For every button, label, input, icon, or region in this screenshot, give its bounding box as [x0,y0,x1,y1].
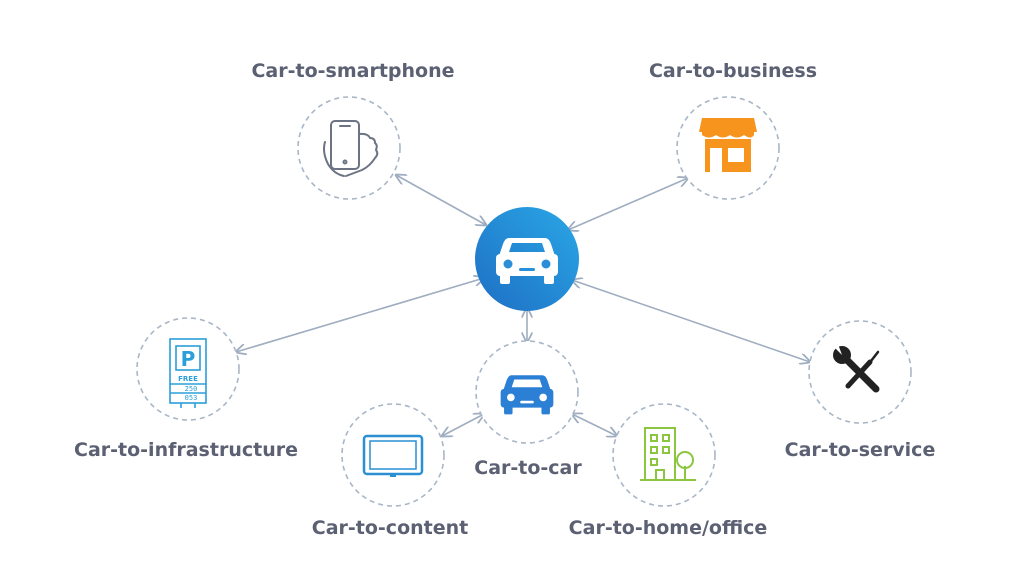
label-business: Car-to-business [648,60,818,82]
parking-status: FREE [178,375,198,383]
connector-business [568,178,688,230]
storefront-icon [699,118,757,172]
parking-count-bottom: 053 [185,394,198,402]
building-tree-icon [640,427,696,481]
connector-smartphone [396,175,486,225]
hand-smartphone-icon [323,120,379,177]
monitor-icon [362,434,424,477]
label-car: Car-to-car [474,457,582,479]
node-business [676,96,780,200]
node-service [808,320,912,424]
node-car [475,340,579,444]
connector-content [442,414,484,436]
label-content: Car-to-content [311,517,469,539]
label-home-office: Car-to-home/office [568,517,768,539]
node-home-office [612,403,716,507]
parking-sign-icon [169,338,207,408]
connector-home-office [572,414,617,436]
connectors [236,175,810,436]
node-infrastructure: P FREE 250 053 [136,317,240,421]
node-content [341,403,445,507]
hub-node [475,207,579,311]
connector-service [572,280,810,362]
node-smartphone [297,96,401,200]
label-infrastructure: Car-to-infrastructure [74,439,298,461]
wrench-screwdriver-icon [833,344,880,393]
parking-count-top: 250 [185,385,198,393]
label-service: Car-to-service [784,439,936,461]
parking-letter: P [181,347,196,371]
label-smartphone: Car-to-smartphone [251,60,455,82]
car-icon [496,238,558,284]
car-icon [500,375,554,415]
connector-infrastructure [236,278,484,352]
